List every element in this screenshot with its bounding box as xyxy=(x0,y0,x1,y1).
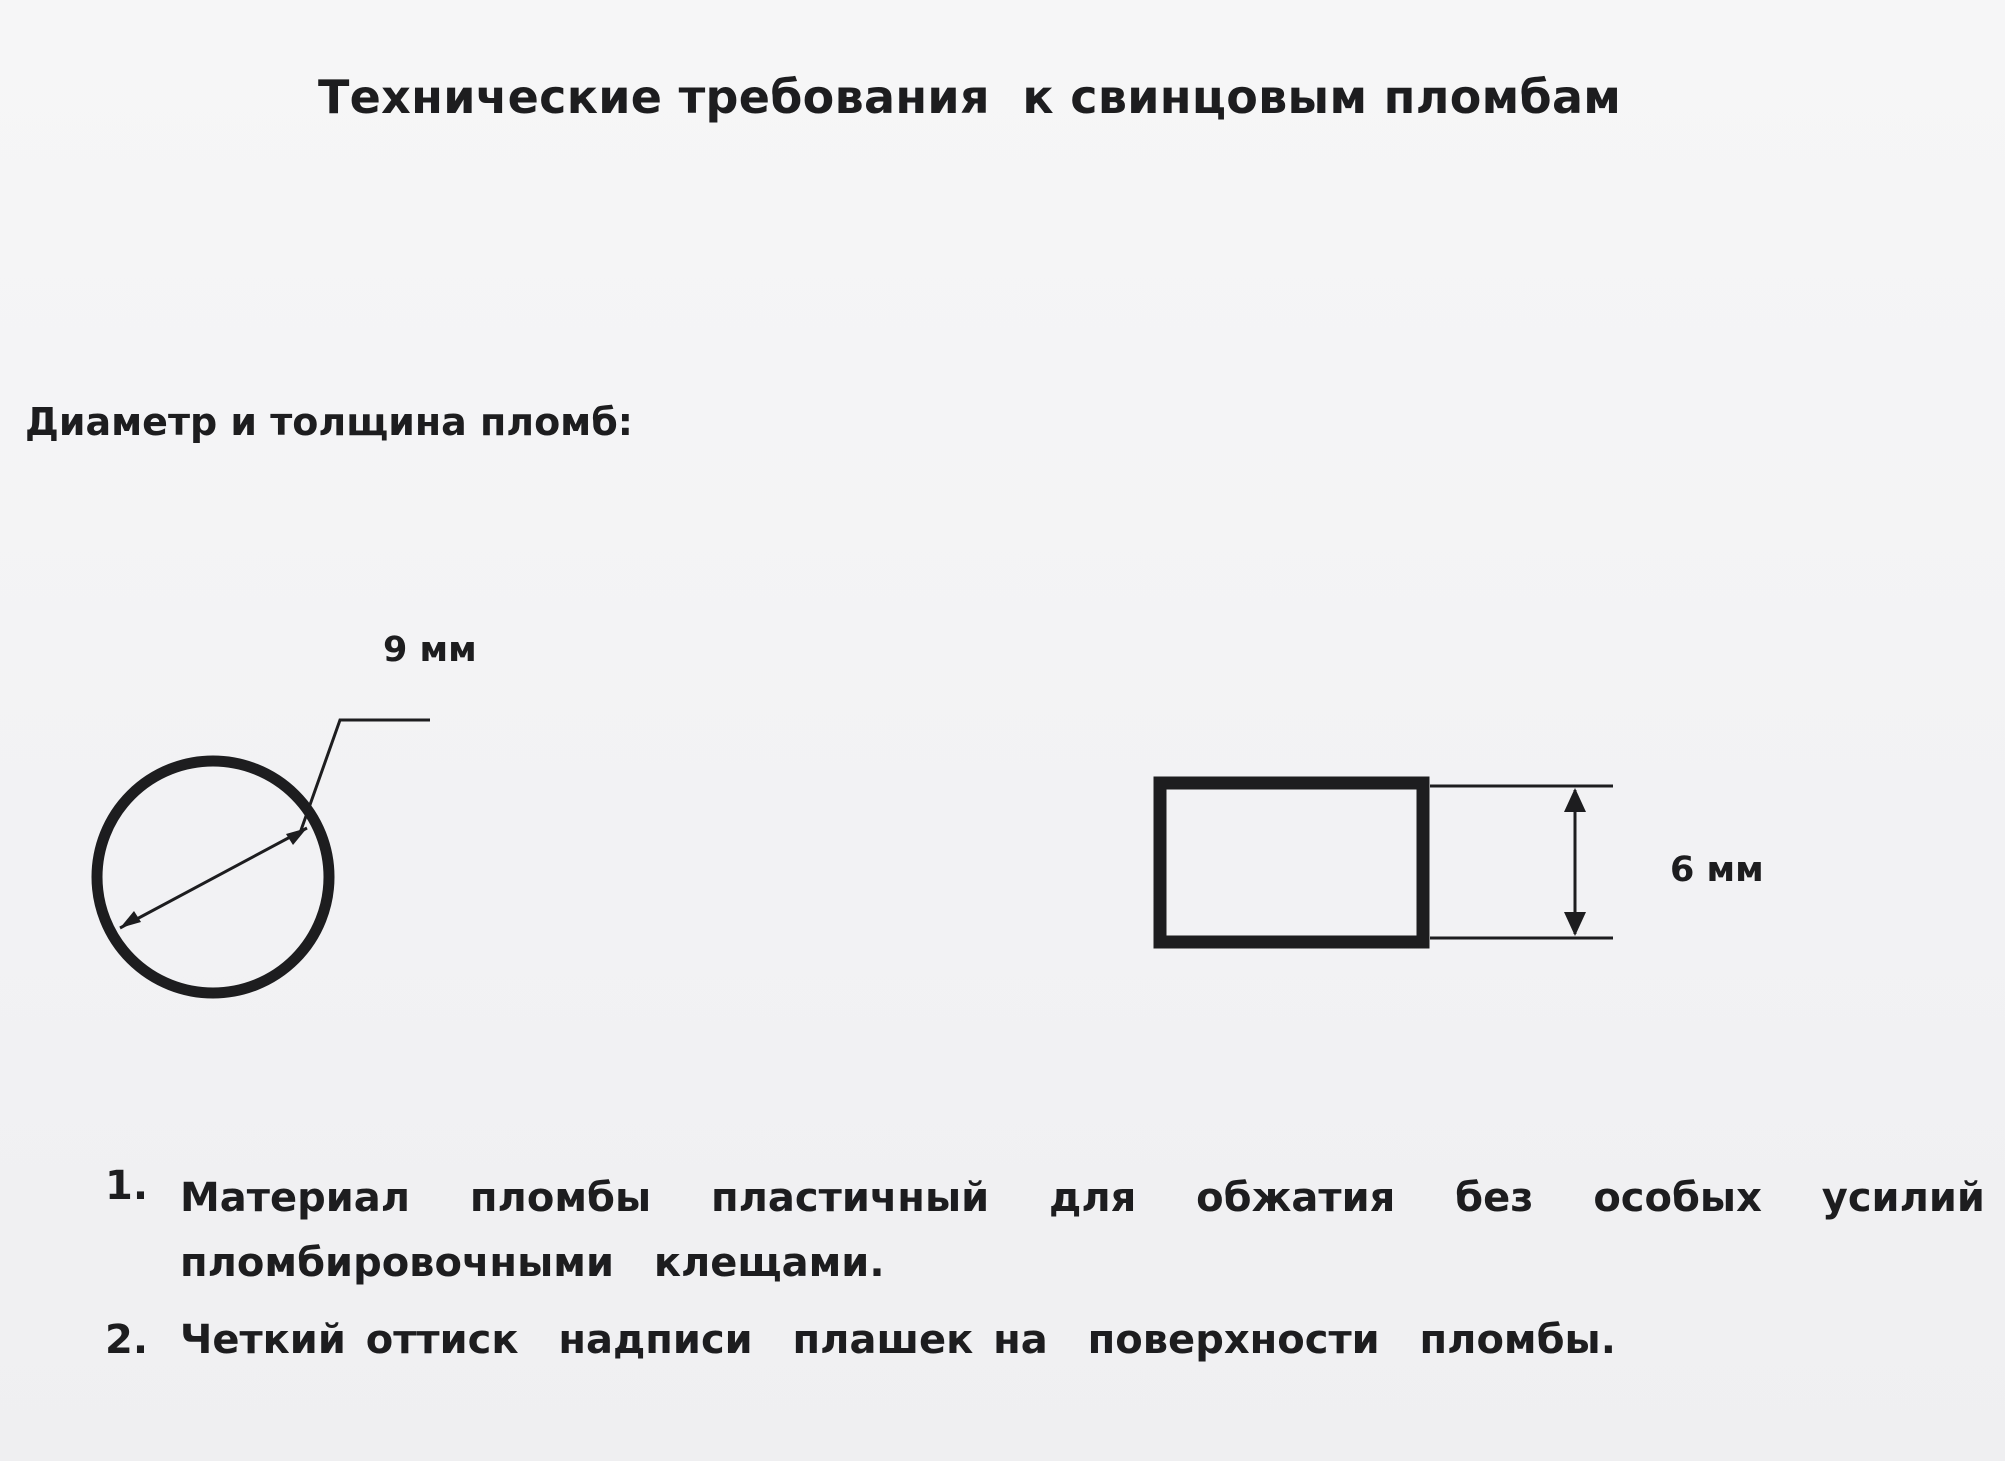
document-title: Технические требования к свинцовым пломб… xyxy=(318,70,1622,124)
requirement-word: усилий xyxy=(1821,1175,1985,1221)
requirement-word: для xyxy=(1049,1175,1137,1221)
diameter-leader-line xyxy=(298,718,430,834)
diameter-arrow-line xyxy=(119,826,308,930)
requirement-item-1: 1. Материал пломбы пластичный для обжати… xyxy=(100,1163,1985,1293)
requirements-list: 1. Материал пломбы пластичный для обжати… xyxy=(100,1163,1985,1387)
diameter-label: 9 мм xyxy=(383,630,477,670)
requirement-word: пластичный xyxy=(711,1175,990,1221)
thickness-arrowhead-top xyxy=(1564,788,1586,812)
requirement-number: 2. xyxy=(105,1317,149,1363)
requirement-word: пломбы xyxy=(469,1175,652,1221)
requirement-item-2: 2. Четкий оттиск надписи плашек на повер… xyxy=(100,1305,1985,1375)
requirement-1-line-2: пломбировочными клещами. xyxy=(180,1240,885,1286)
requirement-word: обжатия xyxy=(1196,1175,1396,1221)
diameter-arrowhead-end xyxy=(286,828,307,845)
section-heading: Диаметр и толщина пломб: xyxy=(25,400,633,444)
diameter-arrowhead-start xyxy=(120,911,141,928)
seal-profile-rect xyxy=(1153,776,1430,949)
thickness-arrowhead-bottom xyxy=(1564,912,1586,936)
requirement-word: особых xyxy=(1593,1175,1762,1221)
requirement-2-text: Четкий оттиск надписи плашек на поверхно… xyxy=(180,1317,1616,1363)
requirement-number: 1. xyxy=(105,1163,149,1209)
requirement-word: Материал xyxy=(180,1175,411,1221)
seal-circle xyxy=(91,755,335,999)
requirement-1-line-1: Материал пломбы пластичный для обжатия б… xyxy=(180,1163,1985,1233)
thickness-label: 6 мм xyxy=(1670,850,1764,890)
requirement-word: без xyxy=(1455,1175,1534,1221)
